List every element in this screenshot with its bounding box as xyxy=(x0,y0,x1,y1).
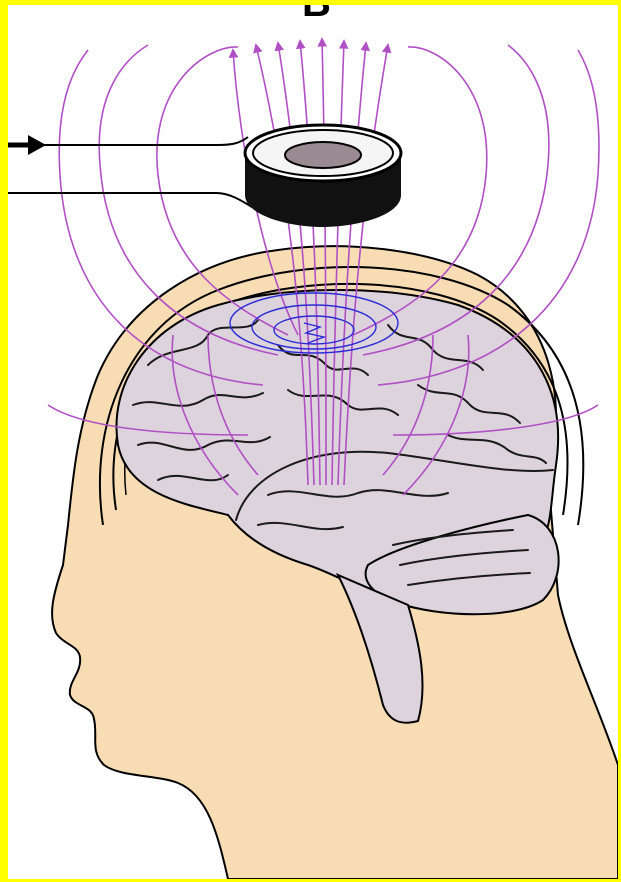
coil-hole xyxy=(285,142,361,168)
coil-handle xyxy=(8,193,252,207)
arrow-right-icon xyxy=(8,135,46,155)
tms-diagram xyxy=(8,5,618,879)
magnetic-field-label: B xyxy=(302,0,331,23)
coil-handle xyxy=(8,137,248,145)
ring-coil-icon xyxy=(8,125,401,227)
